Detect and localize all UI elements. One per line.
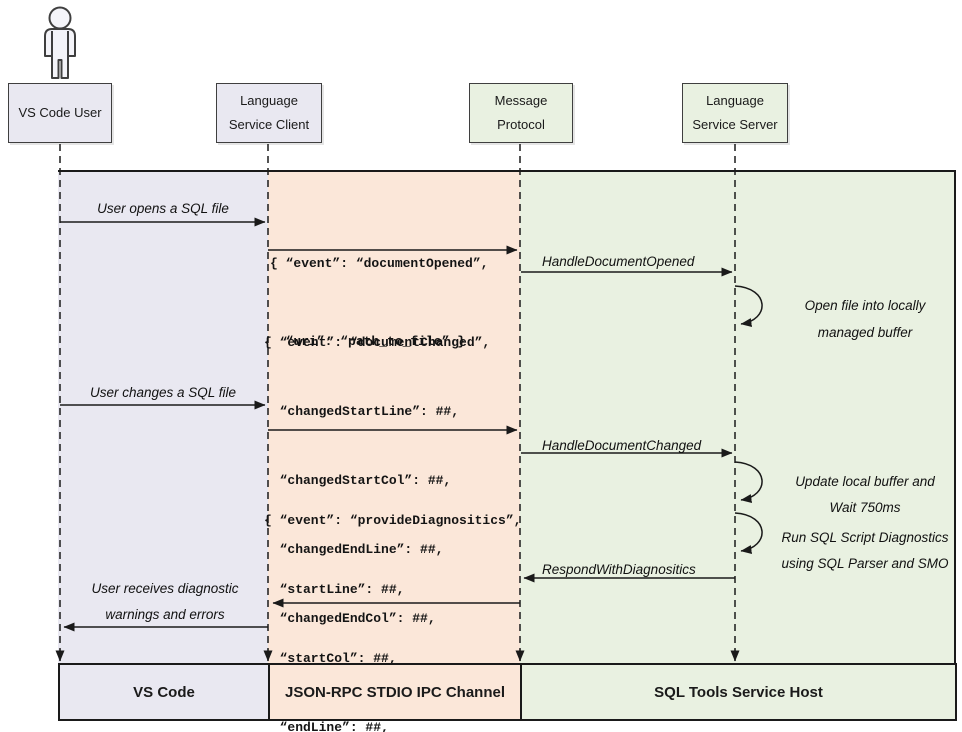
actor-label: Service Client bbox=[228, 117, 310, 132]
self-loop-run-diagnostics bbox=[734, 512, 763, 555]
actor-label: VS Code User bbox=[18, 105, 102, 120]
footer-box-vscode: VS Code bbox=[58, 663, 270, 721]
note-line: Open file into locally bbox=[804, 298, 926, 313]
service-host-lane bbox=[520, 172, 954, 663]
actor-label: Language bbox=[240, 93, 298, 108]
code-line: { “event”: “provideDiagnositics”, bbox=[264, 513, 522, 528]
footer-box-service-host: SQL Tools Service Host bbox=[520, 663, 957, 721]
code-line: “endLine”: ##, bbox=[264, 720, 389, 732]
code-line: “changedStartLine”: ##, bbox=[264, 404, 460, 419]
footer-label: JSON-RPC STDIO IPC Channel bbox=[284, 683, 506, 701]
label-respond-with-diagnostics: RespondWithDiagnositics bbox=[542, 562, 696, 577]
actor-box-message-protocol: Message Protocol bbox=[469, 83, 573, 143]
code-line: “changedEndCol”: ##, bbox=[264, 611, 436, 626]
self-loop-update-buffer bbox=[734, 461, 763, 504]
note-run-diagnostics: Run SQL Script Diagnostics using SQL Par… bbox=[768, 525, 962, 577]
actor-label: Language bbox=[706, 93, 764, 108]
footer-box-ipc-channel: JSON-RPC STDIO IPC Channel bbox=[268, 663, 522, 721]
actor-box-vscode-user: VS Code User bbox=[8, 83, 112, 143]
actor-label: Message bbox=[494, 93, 548, 108]
label-user-receives-diagnostics: User receives diagnostic warnings and er… bbox=[62, 576, 268, 628]
payload-document-opened: { “event”: “documentOpened”, “uri”: “pat… bbox=[270, 199, 488, 407]
label-user-opens-file: User opens a SQL file bbox=[97, 201, 229, 216]
code-line: “startCol”: ##, bbox=[264, 651, 397, 666]
note-open-buffer: Open file into locally managed buffer bbox=[768, 292, 962, 346]
user-actor-icon bbox=[44, 6, 76, 79]
footer-label: SQL Tools Service Host bbox=[654, 683, 823, 701]
actor-label: Protocol bbox=[497, 117, 545, 132]
note-line: using SQL Parser and SMO bbox=[781, 556, 949, 571]
ipc-channel-lane bbox=[268, 172, 520, 663]
note-update-buffer: Update local buffer and Wait 750ms bbox=[768, 469, 962, 521]
label-handle-document-changed: HandleDocumentChanged bbox=[542, 438, 702, 453]
payload-provide-diagnostics: { “event”: “provideDiagnositics”, “start… bbox=[264, 463, 521, 732]
label-line: warnings and errors bbox=[105, 607, 225, 622]
actor-box-language-service-server: Language Service Server bbox=[682, 83, 788, 143]
actor-box-language-service-client: Language Service Client bbox=[216, 83, 322, 143]
label-line: User receives diagnostic bbox=[91, 581, 239, 596]
code-line: { “event”: “documentOpened”, bbox=[270, 256, 489, 271]
code-line: “changedEndLine”: ##, bbox=[264, 542, 444, 557]
swimlane-bands bbox=[58, 170, 956, 663]
vscode-lane bbox=[58, 172, 268, 663]
code-line: “changedStartCol”: ##, bbox=[264, 473, 452, 488]
code-line: “startLine”: ##, bbox=[264, 582, 405, 597]
label-user-changes-file: User changes a SQL file bbox=[89, 385, 237, 400]
footer-label: VS Code bbox=[133, 683, 195, 701]
actor-label: Service Server bbox=[692, 117, 778, 132]
code-line: { “event”: “documentChanged”, bbox=[264, 335, 491, 350]
note-line: Wait 750ms bbox=[829, 500, 901, 515]
note-line: managed buffer bbox=[817, 325, 913, 340]
label-handle-document-opened: HandleDocumentOpened bbox=[542, 254, 695, 269]
note-line: Run SQL Script Diagnostics bbox=[781, 530, 949, 545]
code-line: “uri”: “path_to_file” } bbox=[270, 334, 466, 349]
note-line: Update local buffer and bbox=[795, 474, 935, 489]
self-loop-open-buffer bbox=[734, 285, 763, 328]
